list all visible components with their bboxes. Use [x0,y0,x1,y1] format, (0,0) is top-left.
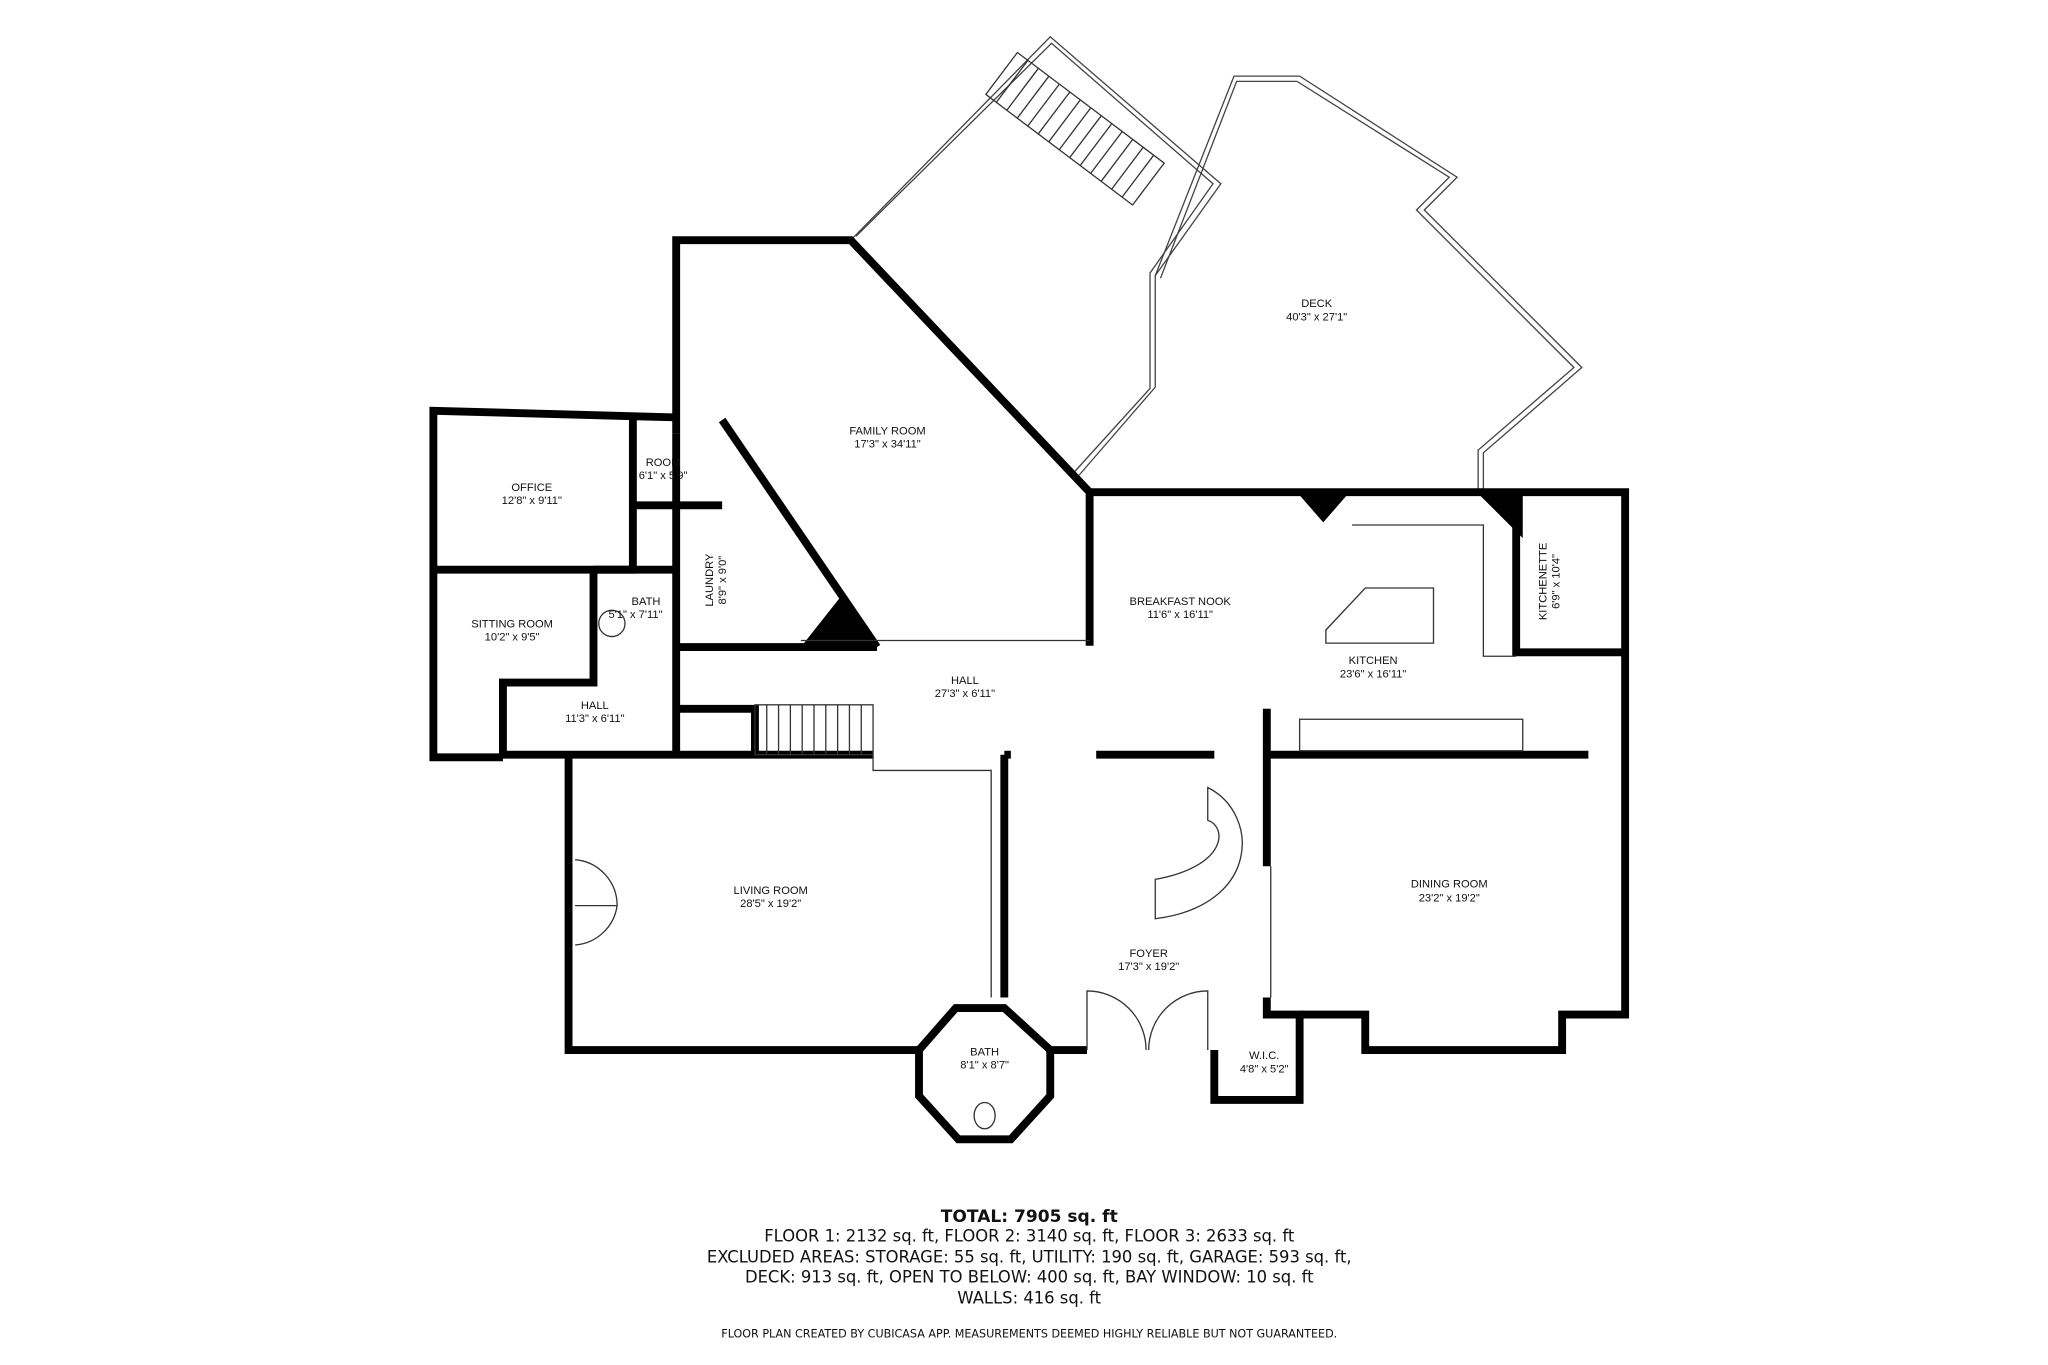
excluded-areas-2: DECK: 913 sq. ft, OPEN TO BELOW: 400 sq.… [745,1267,1314,1286]
svg-text:BATH: BATH [632,596,661,608]
svg-text:12'8" x 9'11": 12'8" x 9'11" [502,495,562,507]
walls [429,236,1630,1144]
svg-text:11'6" x 16'11": 11'6" x 16'11" [1147,609,1213,621]
svg-text:28'5" x 19'2": 28'5" x 19'2" [740,898,801,910]
deck-stairs [984,51,1166,206]
kitchen-counter [1352,524,1517,657]
svg-text:17'3" x 34'11": 17'3" x 34'11" [854,439,921,451]
room-family-room: FAMILY ROOM 17'3" x 34'11" [849,425,925,450]
room-sitting-room: SITTING ROOM 10'2" x 9'5" [471,618,553,643]
svg-text:4'8" x 5'2": 4'8" x 5'2" [1240,1063,1289,1075]
stair-tread [1100,138,1134,182]
walls-area: WALLS: 416 sq. ft [957,1288,1101,1307]
area-summary: TOTAL: 7905 sq. ft FLOOR 1: 2132 sq. ft,… [707,1207,1352,1341]
hall-stairs [754,704,874,756]
svg-text:8'1" x 8'7": 8'1" x 8'7" [960,1059,1009,1071]
svg-text:6'9" x 10'4": 6'9" x 10'4" [1551,554,1563,609]
svg-text:ROOM: ROOM [646,457,681,469]
deck-outline [850,35,1583,493]
stair-tread [1111,146,1144,190]
svg-text:KITCHENETTE: KITCHENETTE [1537,543,1549,620]
svg-text:FOYER: FOYER [1129,948,1167,960]
stair-tread [1069,115,1102,159]
stair-tread [1121,154,1155,198]
hall-counter [1298,718,1524,752]
stair-tread [1016,75,1050,119]
room-wic: W.I.C.4'8" x 5'2" [1240,1050,1289,1075]
stair-tread [1090,131,1123,174]
stair-tread [1027,83,1060,127]
svg-text:17'3" x 19'2": 17'3" x 19'2" [1118,961,1179,973]
svg-text:27'3" x 6'11": 27'3" x 6'11" [935,688,995,700]
svg-text:HALL: HALL [951,675,979,687]
stair-tread [1079,123,1113,166]
stair-tread [1048,99,1081,143]
svg-text:W.I.C.: W.I.C. [1249,1050,1279,1062]
svg-text:40'3" x 27'1": 40'3" x 27'1" [1286,311,1347,323]
stair-tread [1037,91,1071,135]
floor-areas: FLOOR 1: 2132 sq. ft, FLOOR 2: 3140 sq. … [764,1227,1295,1246]
stair-tread [1006,67,1039,111]
svg-text:BATH: BATH [970,1046,999,1058]
svg-text:5'1" x 7'11": 5'1" x 7'11" [608,609,662,621]
excluded-areas-1: EXCLUDED AREAS: STORAGE: 55 sq. ft, UTIL… [707,1248,1352,1267]
curved-stairs [1154,786,1243,920]
total-area: TOTAL: 7905 sq. ft [941,1207,1118,1227]
svg-text:BREAKFAST NOOK: BREAKFAST NOOK [1130,596,1232,608]
room-dining-room: DINING ROOM 23'2" x 19'2" [1411,878,1488,904]
svg-text:11'3" x 6'11": 11'3" x 6'11" [565,713,624,725]
stair-tread [1058,107,1092,151]
svg-text:HALL: HALL [581,700,609,712]
svg-text:DINING ROOM: DINING ROOM [1411,878,1488,890]
svg-text:FAMILY ROOM: FAMILY ROOM [849,425,925,437]
svg-text:KITCHEN: KITCHEN [1349,655,1398,667]
svg-text:23'6" x 16'11": 23'6" x 16'11" [1340,668,1407,680]
svg-text:OFFICE: OFFICE [511,482,552,494]
bath-sink [973,1101,996,1130]
stair-tread [995,60,1029,103]
svg-text:DECK: DECK [1301,298,1333,310]
svg-text:LAUNDRY: LAUNDRY [704,553,716,607]
svg-text:10'2" x 9'5": 10'2" x 9'5" [485,632,540,644]
disclaimer: FLOOR PLAN CREATED BY CUBICASA APP. MEAS… [721,1327,1337,1340]
svg-text:LIVING ROOM: LIVING ROOM [734,885,808,897]
svg-text:SITTING ROOM: SITTING ROOM [471,618,553,630]
kitchen-island [1325,587,1435,644]
svg-text:6'1" x 5'9": 6'1" x 5'9" [639,470,688,482]
living-french-door [575,859,618,946]
svg-text:8'9" x 9'0": 8'9" x 9'0" [717,556,729,605]
bath-sink [598,609,626,638]
fixtures [575,524,1524,1130]
svg-text:23'2" x 19'2": 23'2" x 19'2" [1419,893,1480,905]
front-door [1086,990,1209,1051]
